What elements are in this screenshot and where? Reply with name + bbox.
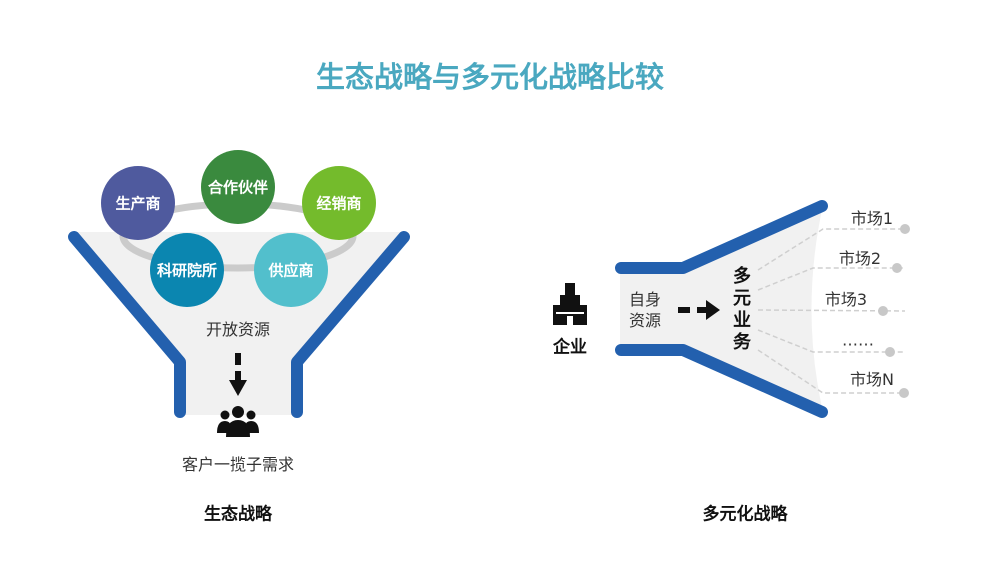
- open-resources-label: 开放资源: [205, 320, 271, 339]
- partner-circle-producer: [101, 166, 175, 240]
- right-arrow-icon: [678, 300, 720, 320]
- customer-needs-label: 客户一揽子需求: [181, 455, 295, 474]
- partner-circle-distributor: [302, 166, 376, 240]
- partner-circle-partner: [201, 150, 275, 224]
- market-label: ……: [842, 330, 874, 350]
- people-group-icon: [217, 406, 259, 437]
- market-connectors: [757, 228, 906, 394]
- enterprise-label: 企业: [553, 337, 587, 358]
- market-label: 市场1: [850, 209, 894, 228]
- market-dots: [878, 224, 910, 398]
- funnel-top-wall: [615, 200, 828, 274]
- market-label: 市场N: [850, 370, 894, 389]
- funnel-right-wall: [291, 231, 410, 418]
- partner-label: 经销商: [316, 194, 362, 213]
- own-resources-label: 自身资源: [628, 290, 661, 330]
- partner-label: 科研院所: [156, 261, 218, 280]
- market-label: 市场2: [838, 249, 882, 268]
- partner-label: 供应商: [268, 261, 314, 280]
- partner-circle-supplier: [254, 233, 328, 307]
- diversification-caption: 多元化战略: [702, 504, 788, 525]
- market-label: 市场3: [824, 290, 868, 309]
- funnel-left-wall: [68, 231, 186, 418]
- partner-circle-research: [150, 233, 224, 307]
- funnel-bottom-wall: [615, 344, 828, 418]
- partner-label: 生产商: [115, 194, 161, 213]
- page-title: 生态战略与多元化战略比较: [315, 60, 665, 94]
- ecosystem-caption: 生态战略: [204, 504, 272, 525]
- business-label: 多元业务: [733, 266, 751, 353]
- partner-label: 合作伙伴: [207, 178, 269, 197]
- office-building-icon: [553, 283, 587, 325]
- down-arrow-icon: [229, 353, 247, 396]
